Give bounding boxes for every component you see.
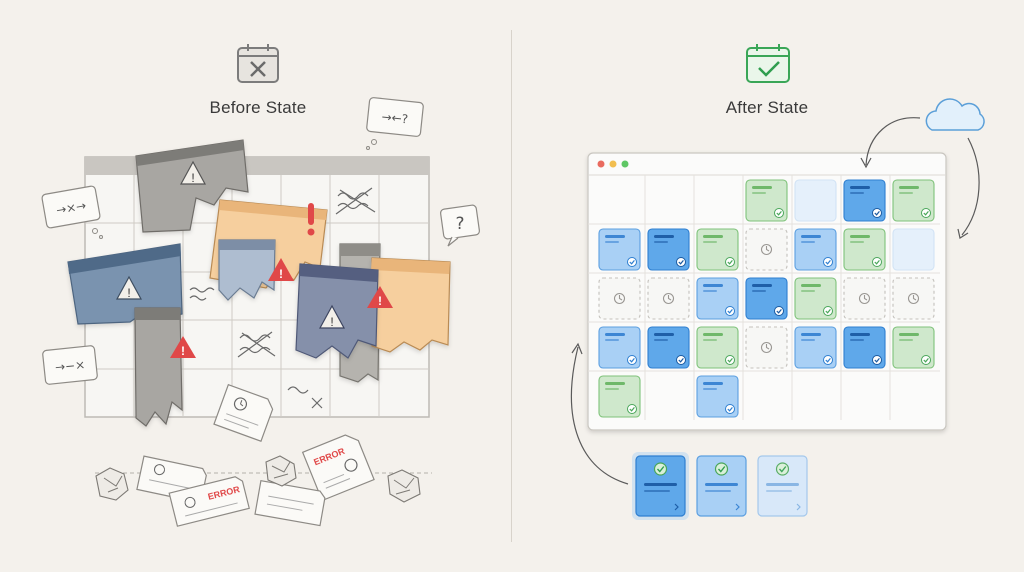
warning-icon: ! xyxy=(367,286,393,308)
scribble-text: ? xyxy=(455,214,464,234)
calendar-tile[interactable] xyxy=(598,228,641,271)
warning-icon: ! xyxy=(268,258,294,281)
check-icon xyxy=(627,257,637,267)
svg-text:!: ! xyxy=(279,267,283,281)
check-icon xyxy=(921,208,931,218)
check-icon xyxy=(725,404,735,414)
scribble-text: →×→ xyxy=(55,198,87,217)
cloud-icon xyxy=(925,98,985,131)
check-icon xyxy=(823,355,833,365)
check-icon xyxy=(627,404,637,414)
calendar-tile[interactable] xyxy=(745,228,788,271)
calendar-tile[interactable] xyxy=(598,375,641,418)
calendar-tile[interactable] xyxy=(794,277,837,320)
after-state-title: After State xyxy=(725,98,809,117)
calendar-tile[interactable] xyxy=(794,228,837,271)
calendar-tile[interactable] xyxy=(892,228,935,271)
calendar-tile[interactable] xyxy=(696,375,739,418)
warning-icon: ! xyxy=(170,336,196,358)
calendar-tile[interactable] xyxy=(745,326,788,369)
pending-clock-icon xyxy=(613,292,626,305)
check-icon xyxy=(872,257,882,267)
check-icon xyxy=(921,355,931,365)
calendar-tile[interactable] xyxy=(696,326,739,369)
calendar-tile[interactable] xyxy=(843,179,886,222)
check-icon xyxy=(725,257,735,267)
scribble-note-2: →←? xyxy=(366,97,424,150)
chevron-right-icon xyxy=(674,503,679,511)
chevron-right-icon xyxy=(735,503,740,511)
svg-text:!: ! xyxy=(181,344,185,358)
calendar-tile[interactable] xyxy=(598,277,641,320)
torn-note-orange-right xyxy=(371,257,451,353)
calendar-tile[interactable] xyxy=(598,326,641,369)
calendar-tile[interactable] xyxy=(843,277,886,320)
event-cards xyxy=(632,452,808,520)
before-state-title: Before State xyxy=(209,98,307,117)
panel-divider xyxy=(511,30,512,542)
check-icon xyxy=(823,257,833,267)
check-icon xyxy=(676,257,686,267)
window-maximize-button xyxy=(621,160,629,168)
red-exclamation-icon xyxy=(307,203,315,236)
torn-window-blue: ! xyxy=(67,243,183,325)
calendar-tile[interactable] xyxy=(794,179,837,222)
torn-window-slate: ! xyxy=(295,263,379,359)
calendar-tile[interactable] xyxy=(843,228,886,271)
check-icon xyxy=(774,306,784,316)
calendar-tiles xyxy=(598,179,935,418)
svg-text:!: ! xyxy=(378,294,382,308)
scribble-text: →←? xyxy=(381,110,409,127)
calendar-tile[interactable] xyxy=(696,277,739,320)
pending-clock-icon xyxy=(760,341,773,354)
pending-clock-icon xyxy=(760,243,773,256)
window-minimize-button xyxy=(609,160,617,168)
crossed-scribbles xyxy=(189,187,376,409)
check-icon xyxy=(872,208,882,218)
pending-clock-icon xyxy=(662,292,675,305)
svg-text:!: ! xyxy=(127,286,130,300)
event-card[interactable] xyxy=(632,452,689,520)
check-icon xyxy=(714,462,729,476)
svg-text:!: ! xyxy=(191,171,194,185)
scribble-note-3: →−× xyxy=(42,345,98,385)
event-card[interactable] xyxy=(696,455,747,517)
calendar-tile[interactable] xyxy=(647,326,690,369)
check-icon xyxy=(725,306,735,316)
calendar-tile[interactable] xyxy=(647,228,690,271)
svg-text:!: ! xyxy=(330,315,333,329)
pending-clock-icon xyxy=(858,292,871,305)
event-card[interactable] xyxy=(757,455,808,517)
calendar-tile[interactable] xyxy=(892,277,935,320)
pending-clock-icon xyxy=(907,292,920,305)
calendar-tile[interactable] xyxy=(647,277,690,320)
check-icon xyxy=(775,462,790,476)
crumpled-papers: ERROR ERROR xyxy=(95,383,432,527)
sync-arrows xyxy=(570,117,980,485)
calendar-tile[interactable] xyxy=(745,277,788,320)
calendar-tile[interactable] xyxy=(892,179,935,222)
torn-window-lightblue xyxy=(218,239,276,301)
torn-window-gray: ! xyxy=(135,139,249,233)
calendar-tile[interactable] xyxy=(745,179,788,222)
calendar-tile[interactable] xyxy=(892,326,935,369)
chevron-right-icon xyxy=(796,503,801,511)
calendar-tile[interactable] xyxy=(843,326,886,369)
window-close-button xyxy=(597,160,605,168)
calendar-tile[interactable] xyxy=(696,228,739,271)
check-icon xyxy=(676,355,686,365)
check-icon xyxy=(653,462,668,476)
check-icon xyxy=(627,355,637,365)
check-icon xyxy=(774,208,784,218)
check-icon xyxy=(823,306,833,316)
scribble-note-1: →×→ xyxy=(41,185,103,239)
scribble-text: →−× xyxy=(54,357,85,374)
check-icon xyxy=(872,355,882,365)
check-calendar-icon xyxy=(746,44,790,83)
check-icon xyxy=(725,355,735,365)
question-bubble: ? xyxy=(440,204,480,247)
error-calendar-icon xyxy=(237,44,279,83)
calendar-tile[interactable] xyxy=(794,326,837,369)
